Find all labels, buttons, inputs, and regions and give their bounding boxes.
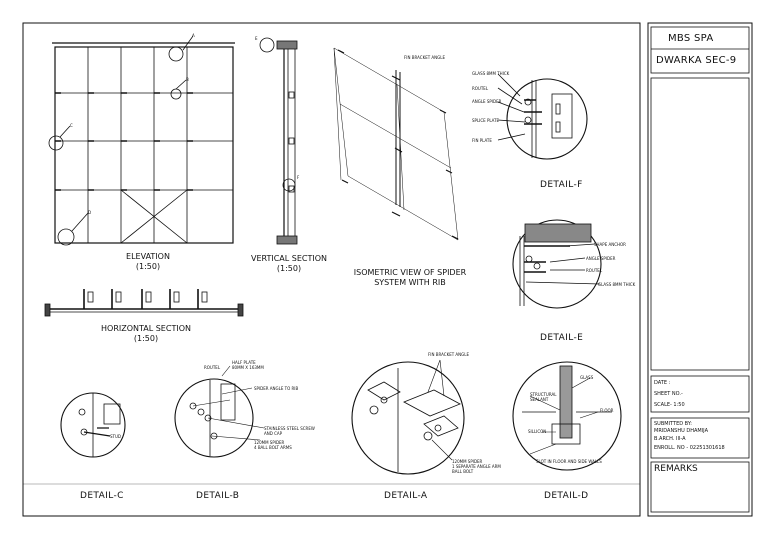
f-routel-note: ROUTEL xyxy=(472,86,489,91)
date-label: DATE : xyxy=(654,380,671,386)
f-fin-note: FIN PLATE xyxy=(472,138,492,143)
e-routel-note: ROUTEL xyxy=(586,268,603,273)
elevation-title: ELEVATION xyxy=(126,252,170,261)
b-routel-note: ROUTEL xyxy=(204,365,221,370)
a-fin-bracket-note: FIN BRACKET ANGLE xyxy=(428,352,470,357)
iso-fin-note: FIN BRACKET ANGLE xyxy=(404,55,446,60)
detail-c-drawing xyxy=(60,392,126,458)
detail-d-drawing xyxy=(512,361,622,471)
elevation-drawing xyxy=(48,35,235,246)
d-sealant2-note: SEALANT xyxy=(530,397,549,402)
enrollment-number: ENROLL. NO - 02251301618 xyxy=(654,445,725,451)
b-cap-note: AND CAP xyxy=(264,431,283,436)
f-glass-note: GLASS 8MM THICK xyxy=(472,71,510,76)
horizontal-section-drawing xyxy=(44,289,244,317)
detail-f-drawing xyxy=(497,73,588,160)
elevation-marker-b: B xyxy=(186,77,189,82)
isometric-title-line2: SYSTEM WITH RIB xyxy=(374,278,446,287)
project-name: MBS SPA xyxy=(668,33,714,44)
sheet-info-box xyxy=(650,375,750,413)
detail-d-title: DETAIL-D xyxy=(544,491,589,501)
d-glass-note: GLASS xyxy=(580,375,594,380)
d-sealant1-note: STRUCTURAL xyxy=(530,392,557,397)
horizontal-section-scale: (1:50) xyxy=(133,334,159,343)
elevation-marker-a: A xyxy=(192,33,195,38)
detail-a-drawing xyxy=(351,359,465,475)
project-box xyxy=(650,26,750,74)
sheet-number-label: SHEET NO.- xyxy=(654,391,683,397)
elevation-scale: (1:50) xyxy=(135,262,161,271)
e-angle-spider-note: ANGLE SPIDER xyxy=(586,256,616,261)
vertical-marker-e: E xyxy=(255,36,258,41)
b-spider-angle-note: SPIDER ANGLE TO RIB xyxy=(254,386,299,391)
elevation-marker-c: C xyxy=(70,123,73,128)
detail-a-title: DETAIL-A xyxy=(384,491,428,501)
project-location: DWARKA SEC-9 xyxy=(656,55,737,66)
e-shape-anchor-note: SHAPE ANCHOR xyxy=(594,242,626,247)
c-stud-note: STUD xyxy=(110,434,121,439)
vertical-section-scale: (1:50) xyxy=(276,264,302,273)
b-half-plate-size-note: 80MM X 163MM xyxy=(232,365,264,370)
detail-e-title: DETAIL-E xyxy=(540,333,584,343)
detail-c-title: DETAIL-C xyxy=(80,491,124,501)
remarks-label: REMARKS xyxy=(654,464,698,474)
detail-f-title: DETAIL-F xyxy=(540,180,583,190)
e-glass-note: GLASS 8MM THICK xyxy=(598,282,636,287)
vertical-section-drawing xyxy=(259,37,298,245)
b-arms-note: 4 BALL BOLT ARMS xyxy=(254,445,292,450)
title-block-border xyxy=(647,22,753,517)
detail-b-drawing xyxy=(174,365,265,458)
b-screw-note: STAINLESS STEEL SCREW xyxy=(264,426,315,431)
remarks-box xyxy=(650,461,750,513)
detail-e-drawing xyxy=(512,219,602,309)
drawing-border xyxy=(22,22,641,517)
f-splice-note: SPLICE PLATE xyxy=(472,118,500,123)
student-class: B.ARCH. III-A xyxy=(654,436,686,442)
a-spider3-note: BALL BOLT xyxy=(452,469,474,474)
student-name: MRIDANSHU DHAMIJA xyxy=(654,428,708,434)
d-silicon-note: SILLICON xyxy=(528,429,547,434)
detail-b-title: DETAIL-B xyxy=(196,491,240,501)
submitted-by-label: SUBMITTED BY: xyxy=(654,421,692,427)
elevation-marker-d: D xyxy=(88,210,92,215)
a-spider-note: 120MM SPIDER xyxy=(452,459,483,464)
d-slot-note: SLOT IN FLOOR AND SIDE WALLS xyxy=(536,459,602,464)
isometric-title-line1: ISOMETRIC VIEW OF SPIDER xyxy=(353,268,467,277)
horizontal-section-title: HORIZONTAL SECTION xyxy=(101,324,191,333)
vertical-marker-f: F xyxy=(297,175,300,180)
isometric-drawing xyxy=(333,47,459,241)
scale-label: SCALE- 1:50 xyxy=(654,402,685,408)
f-angle-spider-note: ANGLE SPIDER xyxy=(472,99,502,104)
b-half-plate-note: HALF PLATE xyxy=(232,360,256,365)
key-plan-box xyxy=(650,77,750,371)
submitted-box xyxy=(650,417,750,459)
d-floor-note: FLOOR xyxy=(600,408,614,413)
vertical-section-title: VERTICAL SECTION xyxy=(250,254,328,263)
b-spider-note: 120MM SPIDER xyxy=(254,440,285,445)
a-spider2-note: 1 SEPARATE ANGLE ARM xyxy=(452,464,501,469)
